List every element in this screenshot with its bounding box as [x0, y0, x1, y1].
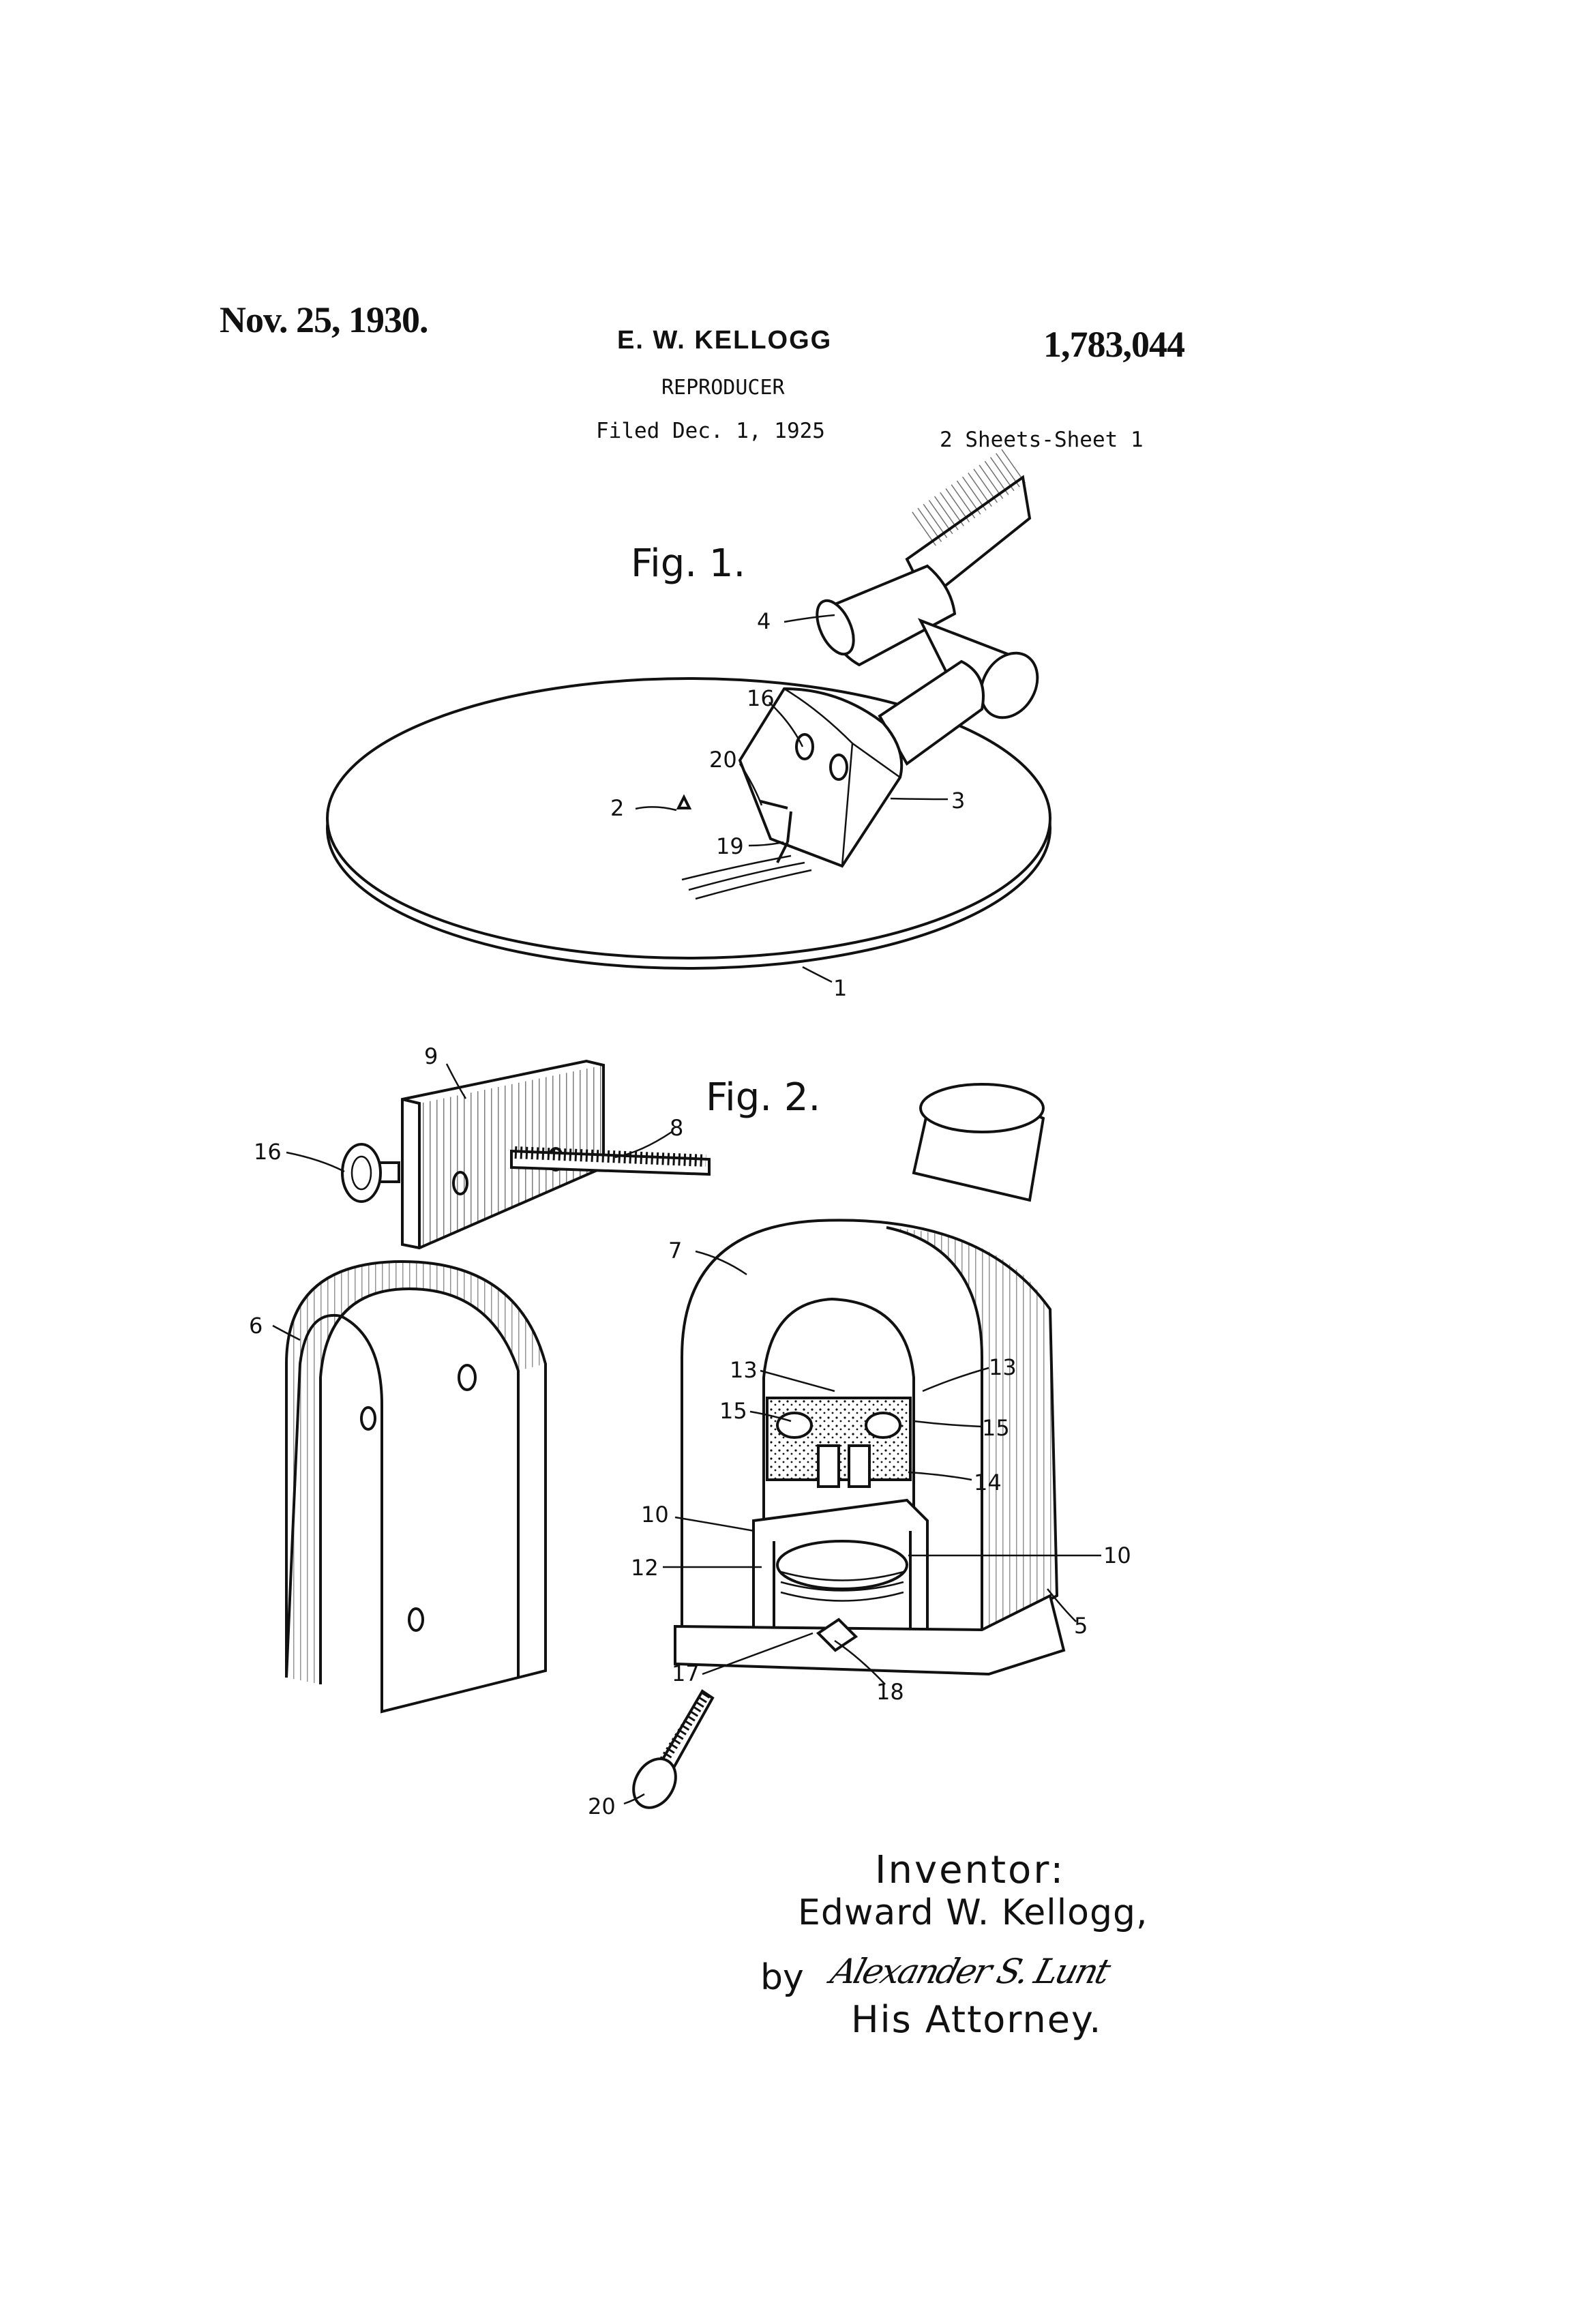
label-14: 14	[974, 1470, 1002, 1495]
label-10-right: 10	[1103, 1543, 1131, 1568]
cover-shell	[285, 1260, 547, 1714]
inventor-name: Edward W. Kellogg,	[798, 1892, 1148, 1933]
fig1-leaders	[635, 614, 949, 983]
label-7: 7	[668, 1238, 682, 1264]
label-18: 18	[876, 1679, 904, 1705]
screw-head-icon	[776, 1412, 813, 1439]
pickup-head	[738, 687, 904, 868]
screw-hole-icon	[829, 754, 848, 781]
issue-date: Nov. 25, 1930.	[220, 299, 429, 340]
inventor-label: Inventor:	[875, 1848, 1066, 1892]
fixing-screw	[632, 1689, 715, 1809]
label-15-left: 15	[719, 1398, 747, 1424]
label-2: 2	[610, 795, 624, 821]
label-12: 12	[631, 1555, 659, 1581]
fig2-title: Fig. 2.	[706, 1075, 820, 1120]
by-label: by	[760, 1957, 804, 1998]
label-9: 9	[424, 1043, 438, 1069]
patent-title: REPRODUCER	[661, 376, 785, 400]
sheet-count: 2 Sheets-Sheet 1	[940, 428, 1144, 452]
thumb-screw-knob	[341, 1143, 400, 1203]
attorney-label: His Attorney.	[851, 1998, 1103, 2041]
label-15-right: 15	[982, 1415, 1010, 1441]
label-20: 20	[588, 1793, 616, 1819]
fig1-title: Fig. 1.	[631, 541, 745, 586]
figure-1: Fig. 1.	[326, 447, 1051, 1001]
label-10-left: 10	[641, 1502, 669, 1528]
screw-hole-icon	[795, 733, 814, 760]
filed-date: Filed Dec. 1, 1925	[596, 419, 825, 443]
fig2-leaders	[272, 1063, 1101, 1805]
label-8: 8	[670, 1115, 683, 1141]
threaded-rod	[510, 1146, 711, 1176]
label-4: 4	[757, 608, 771, 634]
label-3: 3	[951, 788, 965, 814]
label-16: 16	[254, 1139, 282, 1165]
base-plate	[674, 1594, 1066, 1676]
label-16: 16	[747, 685, 775, 711]
figure-2: Fig. 2.	[249, 1043, 1131, 1819]
inventor-short-name: E. W. KELLOGG	[617, 326, 833, 355]
spindle-icon	[676, 794, 692, 809]
label-1: 1	[833, 975, 847, 1001]
label-13-left: 13	[730, 1357, 758, 1383]
label-13-right: 13	[989, 1354, 1017, 1380]
label-19: 19	[716, 833, 744, 859]
tone-arm	[816, 447, 1039, 766]
reproducer-housing	[674, 1083, 1066, 1676]
label-20: 20	[709, 747, 737, 773]
screw-head-icon	[865, 1412, 901, 1439]
attorney-signature: Alexander S. Lunt	[826, 1952, 1114, 1991]
label-17: 17	[672, 1660, 700, 1686]
patent-number: 1,783,044	[1043, 324, 1185, 365]
label-6: 6	[249, 1313, 263, 1339]
diaphragm	[776, 1540, 908, 1590]
label-5: 5	[1074, 1613, 1088, 1639]
stylus-clamp	[816, 1618, 859, 1652]
